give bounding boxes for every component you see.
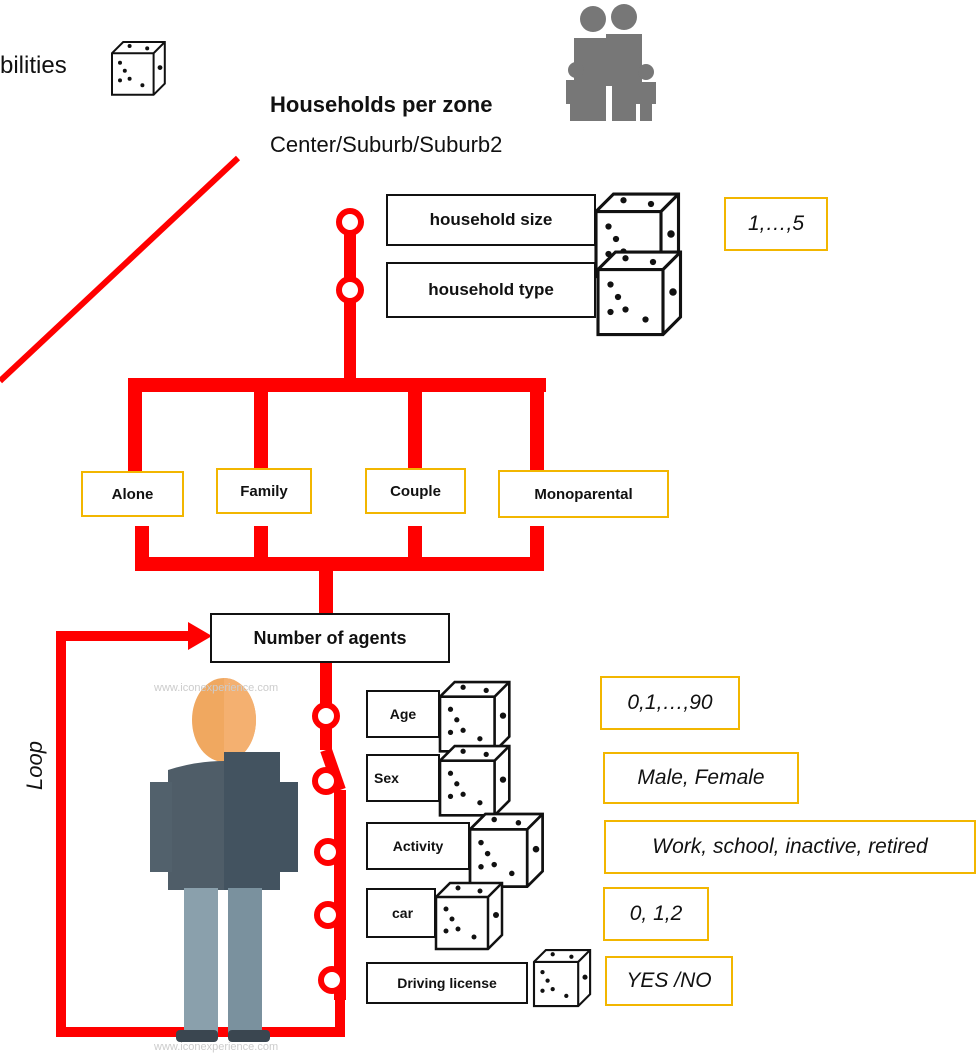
dice-icon bbox=[596, 250, 683, 337]
dice-icon bbox=[532, 948, 592, 1008]
age-values: 0,1,…,90 bbox=[600, 676, 740, 730]
merge-down bbox=[319, 565, 333, 615]
watermark-top: www.iconexperience.com bbox=[154, 682, 279, 694]
activity-box: Activity bbox=[366, 822, 470, 870]
merge-stub-family bbox=[254, 526, 268, 566]
driving-license-values: YES /NO bbox=[605, 956, 733, 1006]
number-of-agents-box: Number of agents bbox=[210, 613, 450, 663]
partial-probabilities-label: bilities bbox=[0, 52, 67, 79]
loop-path bbox=[56, 631, 345, 1037]
car-box: car bbox=[366, 888, 436, 938]
type-family: Family bbox=[216, 468, 312, 514]
merge-stub-alone bbox=[135, 526, 149, 566]
dice-icon bbox=[468, 812, 544, 888]
merge-stub-couple bbox=[408, 526, 422, 566]
household-size-box: household size bbox=[386, 194, 596, 246]
household-size-values: 1,…,5 bbox=[724, 197, 828, 251]
type-alone: Alone bbox=[81, 471, 184, 517]
households-zones: Center/Suburb/Suburb2 bbox=[270, 132, 503, 157]
sex-values: Male, Female bbox=[603, 752, 799, 804]
households-title: Households per zone bbox=[270, 92, 493, 117]
node-age bbox=[312, 702, 340, 730]
diagonal-connector bbox=[0, 155, 241, 384]
dice-icon bbox=[438, 680, 511, 753]
branch-bar-top bbox=[128, 378, 546, 392]
node-driving-license bbox=[318, 966, 346, 994]
node-activity bbox=[314, 838, 342, 866]
activity-values: Work, school, inactive, retired bbox=[604, 820, 976, 874]
node-household-size bbox=[336, 208, 364, 236]
node-sex bbox=[312, 767, 340, 795]
dice-icon bbox=[438, 744, 511, 817]
loop-label: Loop bbox=[22, 741, 47, 790]
merge-stub-monoparental bbox=[530, 526, 544, 566]
watermark-bottom: www.iconexperience.com bbox=[154, 1041, 279, 1053]
merge-bar bbox=[135, 557, 544, 571]
loop-arrowhead bbox=[188, 622, 212, 650]
type-monoparental: Monoparental bbox=[498, 470, 669, 518]
node-car bbox=[314, 901, 342, 929]
sex-box: Sex bbox=[366, 754, 440, 802]
dice-icon bbox=[434, 881, 504, 951]
type-couple: Couple bbox=[365, 468, 466, 514]
branch-stub-alone bbox=[128, 385, 142, 473]
branch-stub-couple bbox=[408, 385, 422, 473]
driving-license-box: Driving license bbox=[366, 962, 528, 1004]
dice-icon bbox=[110, 40, 166, 96]
branch-stub-family bbox=[254, 385, 268, 473]
node-household-type bbox=[336, 276, 364, 304]
household-type-box: household type bbox=[386, 262, 596, 318]
car-values: 0, 1,2 bbox=[603, 887, 709, 941]
age-box: Age bbox=[366, 690, 440, 738]
branch-stub-monoparental bbox=[530, 385, 544, 473]
